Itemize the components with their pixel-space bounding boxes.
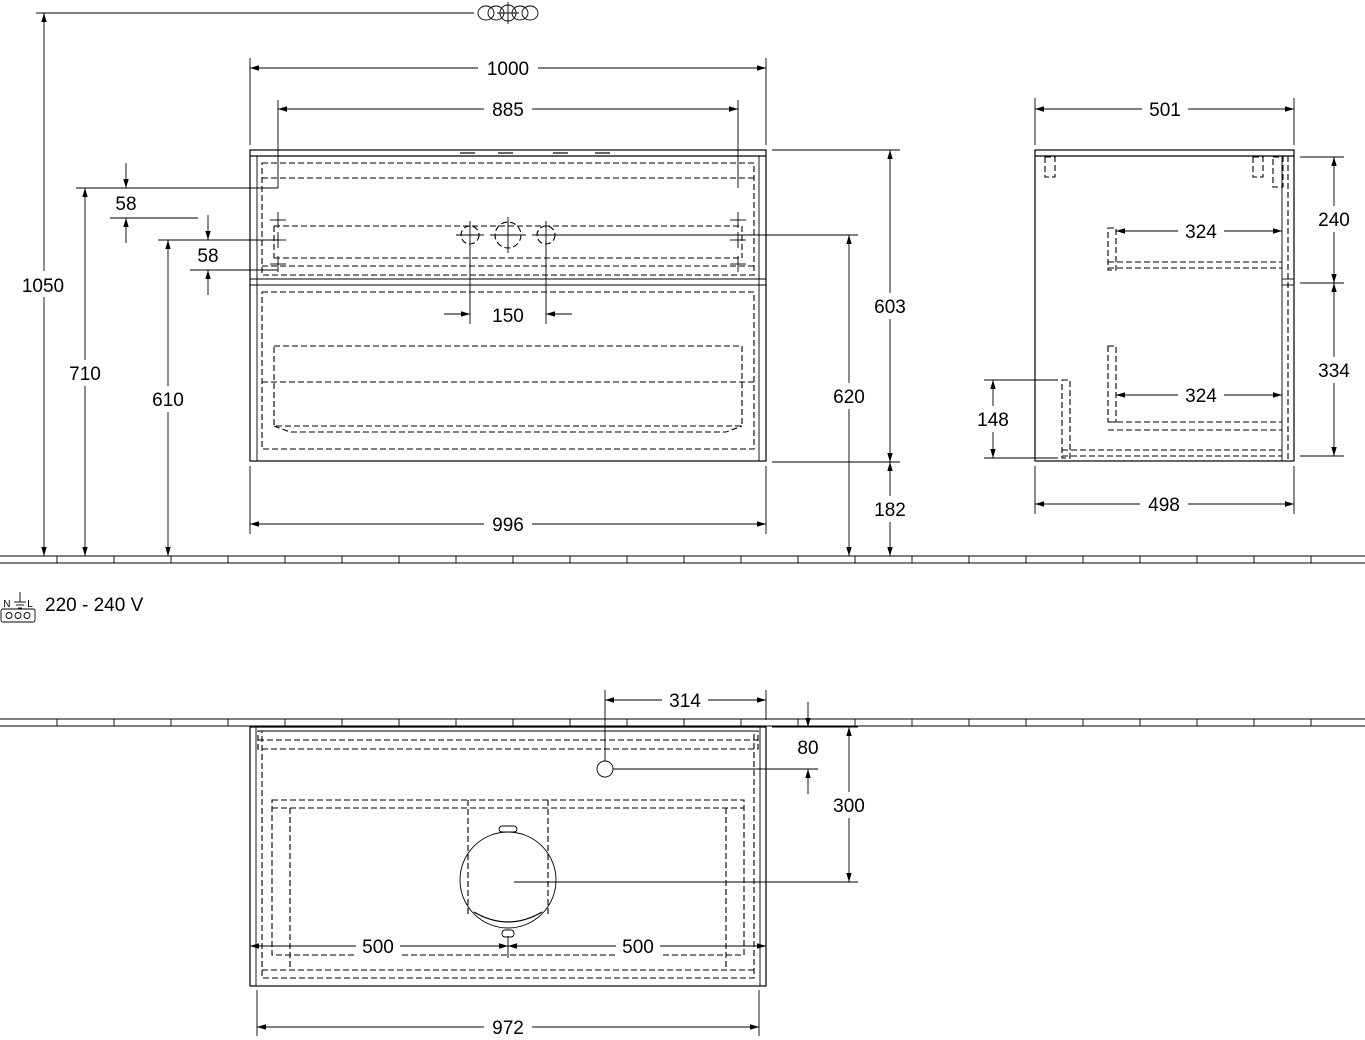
dim-offset-lower: 58 (197, 246, 218, 267)
dim-drain-depth: 300 (833, 796, 865, 817)
dim-tap-height: 620 (833, 387, 865, 408)
dim-plinth-height: 182 (874, 500, 906, 521)
lower-drawer-hidden (261, 291, 755, 450)
dim-width-inner: 885 (492, 100, 524, 121)
dim-socket-offset: 314 (669, 691, 701, 712)
tap-holes (456, 217, 560, 253)
front-cabinet-outline (249, 149, 767, 462)
wall-line-lower (0, 718, 1365, 727)
voltage-label: 220 - 240 V (45, 595, 144, 616)
dim-width-top: 1000 (487, 59, 529, 80)
dim-cabinet-height: 603 (874, 297, 906, 318)
dim-socket-depth: 80 (797, 738, 818, 759)
socket-icon (0, 592, 36, 623)
side-cabinet-outline (1034, 149, 1295, 462)
dim-drain-left: 500 (362, 937, 394, 958)
top-cabinet-outline (249, 726, 767, 987)
socket-labels: N L (3, 599, 33, 610)
dim-lower-drawer-height: 334 (1318, 361, 1350, 382)
top-view: 314 80 300 500 500 972 (249, 688, 872, 1039)
dim-tap-spacing: 150 (492, 306, 524, 327)
side-view: 501 240 324 334 324 148 498 (972, 97, 1357, 516)
dim-side-148: 148 (977, 410, 1009, 431)
dim-depth-bottom: 498 (1148, 495, 1180, 516)
socket-position-marker (596, 760, 614, 778)
fixture-symbol-icon (477, 2, 539, 24)
dim-total-height: 1050 (22, 276, 64, 297)
siphon-drain (459, 800, 557, 938)
dim-height-610: 610 (152, 390, 184, 411)
dim-offset-upper: 58 (115, 194, 136, 215)
dim-drain-right: 500 (622, 937, 654, 958)
upper-drawer-hidden (261, 162, 755, 276)
dim-lower-drawer-depth: 324 (1185, 386, 1217, 407)
floor-line-upper (0, 555, 1365, 564)
dim-width-bottom: 996 (492, 515, 524, 536)
dim-depth-top: 501 (1149, 100, 1181, 121)
dim-upper-drawer-depth: 324 (1185, 222, 1217, 243)
dim-height-710: 710 (69, 364, 101, 385)
dim-inner-width: 972 (492, 1018, 524, 1039)
dim-upper-drawer-height: 240 (1318, 210, 1350, 231)
front-view: 1050 1000 885 58 58 710 610 (16, 2, 912, 556)
electrical-info: N L 220 - 240 V (0, 592, 144, 623)
